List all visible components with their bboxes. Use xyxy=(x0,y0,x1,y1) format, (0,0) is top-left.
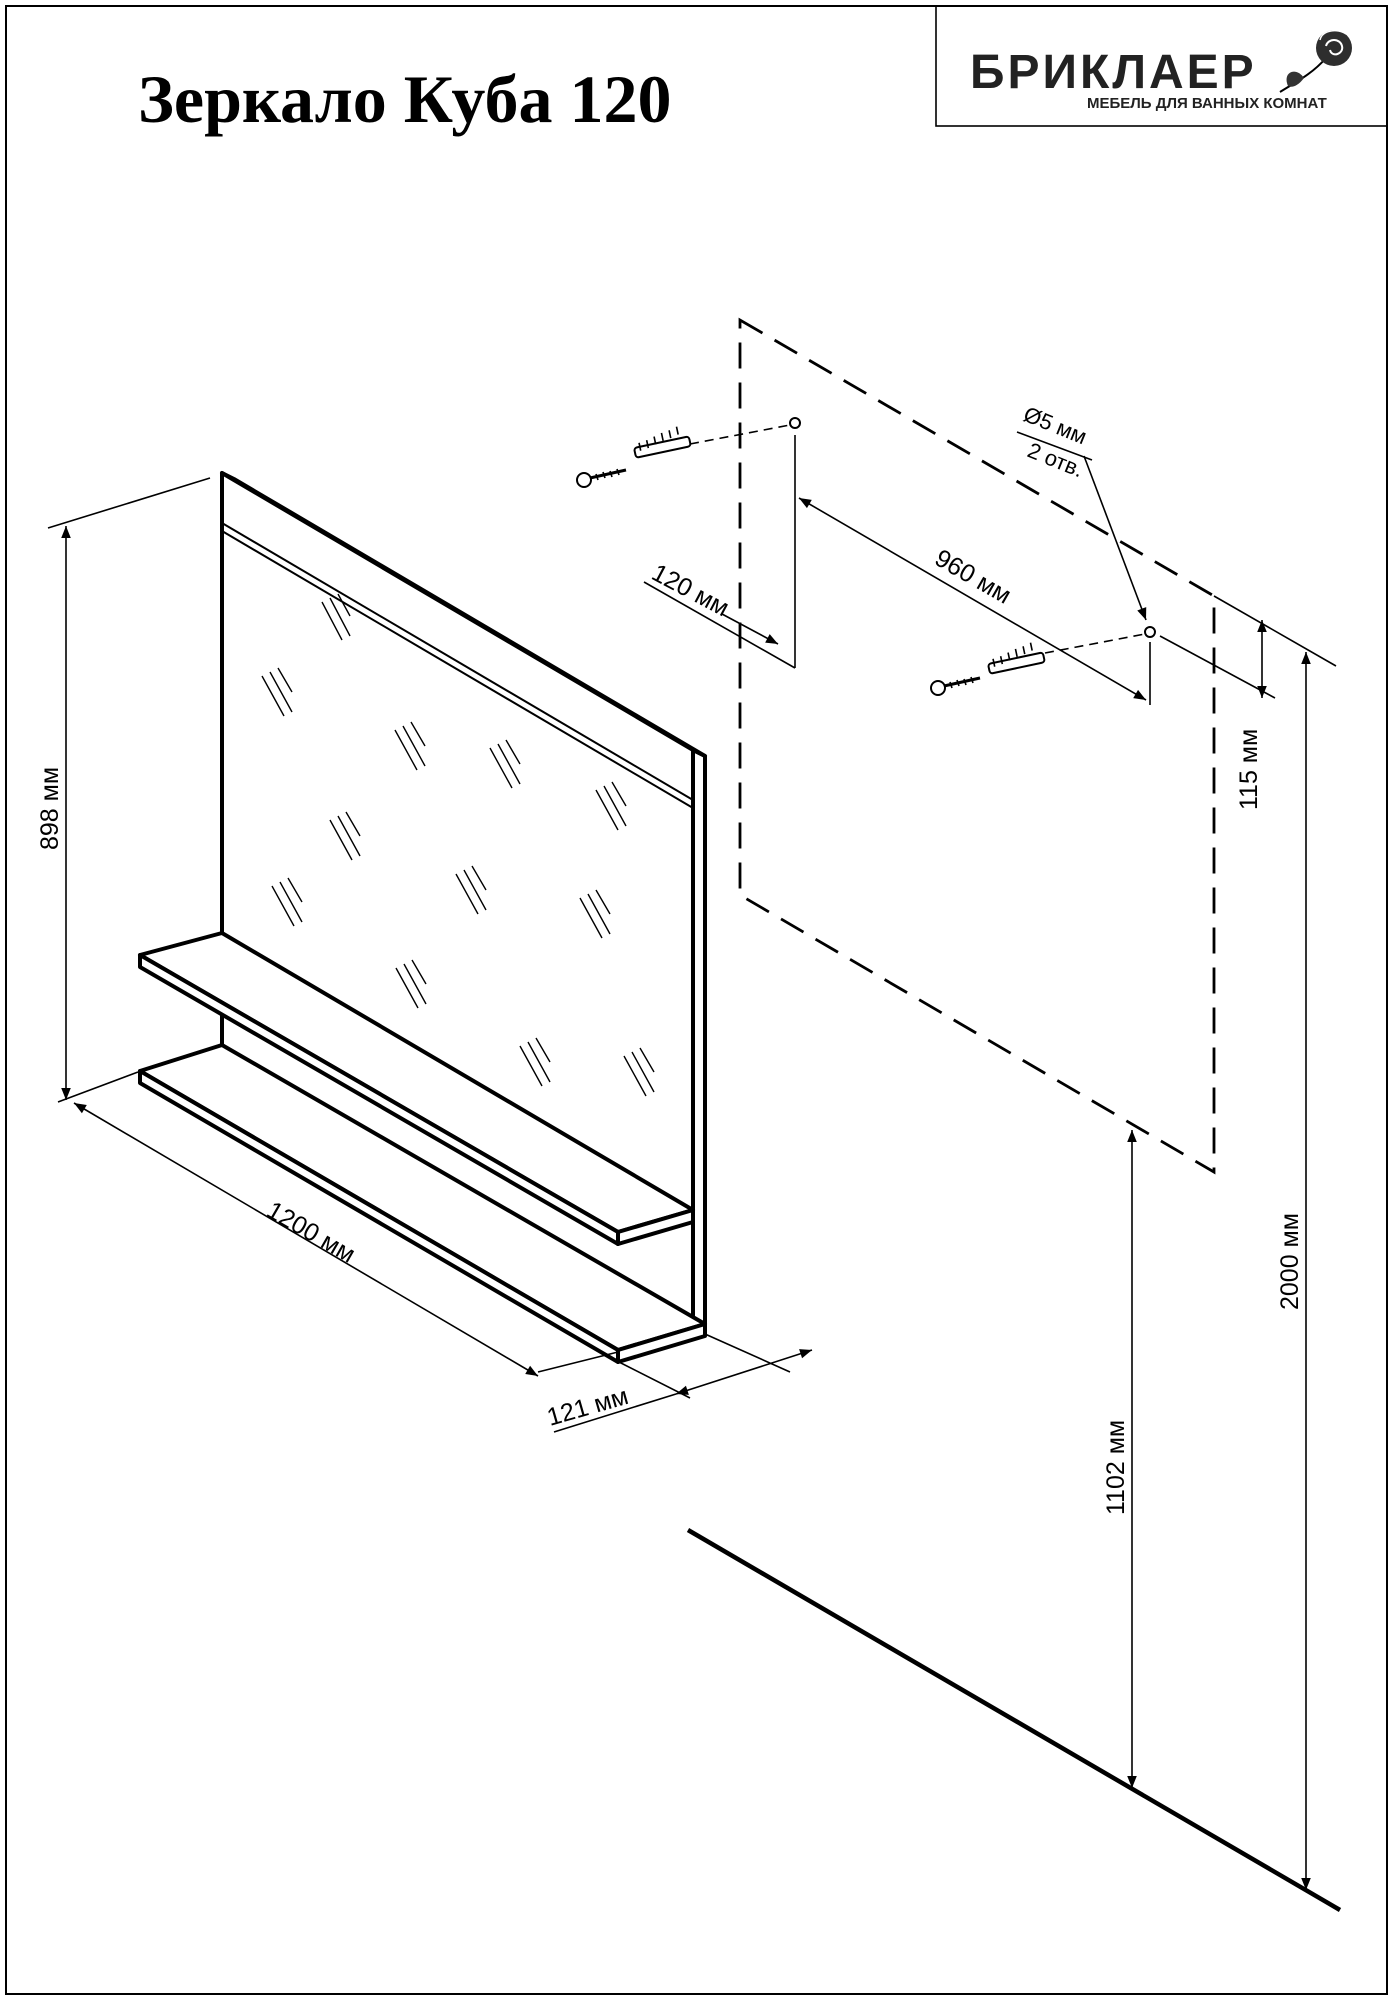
screw-anchor-left xyxy=(633,426,692,459)
dimension-hole-offset: 120 мм xyxy=(643,435,796,669)
page-title: Зеркало Куба 120 xyxy=(138,61,672,137)
mounting-hole-left xyxy=(789,417,801,429)
sheet-frame xyxy=(5,5,1388,1995)
dimension-depth: 121 мм xyxy=(544,1333,813,1433)
mounting-hole-right xyxy=(1144,626,1156,638)
dimension-depth-label: 121 мм xyxy=(544,1382,632,1432)
dimension-mount-height: 1102 мм xyxy=(1102,1130,1137,1788)
screw-left-icon xyxy=(576,468,627,488)
screw-anchor-right xyxy=(987,642,1046,675)
wall-outline xyxy=(738,317,1216,1175)
dimension-height: 898 мм xyxy=(36,477,211,1103)
mirror-reflection-marks xyxy=(261,593,655,1097)
dimension-height-label: 898 мм xyxy=(36,767,64,850)
logo-box xyxy=(935,5,1388,127)
dimension-total-height-label: 2000 мм xyxy=(1276,1213,1304,1310)
screw-right-icon xyxy=(930,676,981,696)
logo-tagline-text: МЕБЕЛЬ ДЛЯ ВАННЫХ КОМНАТ xyxy=(1087,95,1327,112)
dimension-top-offset-label: 115 мм xyxy=(1235,729,1263,810)
dimension-width-label: 1200 мм xyxy=(262,1196,360,1269)
floor-line xyxy=(686,1528,1342,1912)
hole-spec-callout: Ø5 мм 2 отв. xyxy=(1016,401,1147,621)
dimension-top-offset: 115 мм xyxy=(1159,595,1337,810)
logo-brand-text: БРИКЛАЕР xyxy=(970,46,1257,99)
dimension-mount-height-label: 1102 мм xyxy=(1102,1420,1130,1515)
brand-logo: БРИКЛАЕР МЕБЕЛЬ ДЛЯ ВАННЫХ КОМНАТ xyxy=(935,5,1388,127)
dimension-total-height: 2000 мм xyxy=(1276,652,1311,1890)
rose-icon xyxy=(1279,29,1352,93)
mirror-drawing xyxy=(138,471,707,1364)
